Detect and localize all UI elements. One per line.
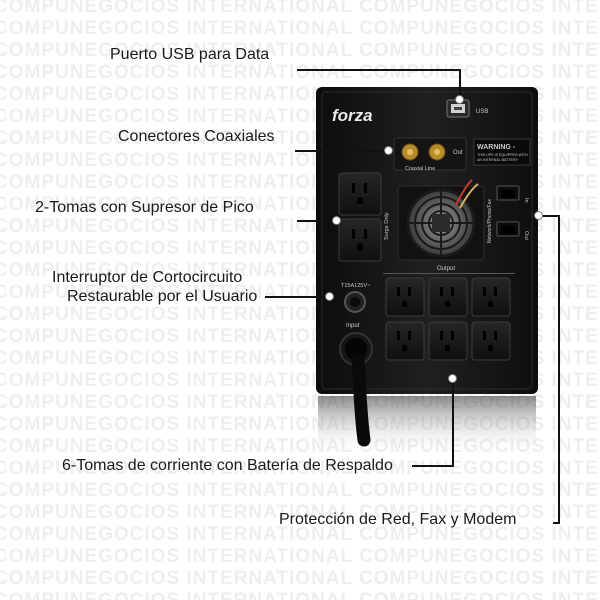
output-label: Output [437, 266, 455, 272]
ups-body-edge [321, 91, 533, 390]
warning-text-2: AN INTERNAL BATTERY [477, 158, 518, 162]
leader-line-coaxial [295, 150, 387, 152]
surge-only-label: Surge Only [384, 212, 390, 240]
network-phone-fax-jack-in[interactable] [496, 185, 520, 201]
watermark-row: COMPUNEGOCIOS INTERNATIONAL COMPUNEGOCIO… [0, 458, 600, 479]
leader-dot-breaker [325, 292, 334, 301]
battery-outlet[interactable] [471, 321, 511, 361]
callout-battery-outlets: 6-Tomas de corriente con Batería de Resp… [62, 457, 393, 474]
power-cord [351, 353, 371, 447]
callout-surge-outlets: 2-Tomas con Supresor de Pico [35, 199, 254, 216]
coaxial-panel [393, 137, 467, 171]
battery-outlet[interactable] [428, 277, 468, 317]
watermark-row: COMPUNEGOCIOS INTERNATIONAL COMPUNEGOCIO… [0, 40, 600, 61]
input-label: Input [346, 323, 360, 329]
leader-line-breaker [265, 296, 327, 298]
callout-breaker-line-1: Interruptor de Cortocircuito [52, 269, 243, 286]
watermark-row: COMPUNEGOCIOS INTERNATIONAL COMPUNEGOCIO… [0, 480, 600, 501]
leader-line-network [553, 522, 560, 524]
watermark-row: COMPUNEGOCIOS INTERNATIONAL COMPUNEGOCIO… [0, 62, 600, 83]
leader-dot-usb [455, 95, 464, 104]
battery-outlet[interactable] [385, 321, 425, 361]
watermark-row: COMPUNEGOCIOS INTERNATIONAL COMPUNEGOCIO… [0, 0, 600, 17]
surge-outlet[interactable] [338, 218, 382, 262]
usb-label: USB [476, 109, 488, 115]
battery-outlet[interactable] [471, 277, 511, 317]
leader-dot-network [534, 211, 543, 220]
leader-line-network [540, 215, 560, 217]
network-out-label: Out [523, 231, 529, 240]
internal-wire [455, 179, 473, 206]
battery-outlet[interactable] [385, 277, 425, 317]
warning-text-1: THIS UPS IS EQUIPPED WITH [477, 153, 528, 157]
network-phone-fax-jack-out[interactable] [496, 221, 520, 237]
leader-dot-battery [448, 374, 457, 383]
callout-network-protection: Protección de Red, Fax y Modem [279, 511, 517, 528]
leader-line-usb [459, 69, 461, 97]
warning-title: WARNING - [477, 144, 516, 151]
watermark-row: COMPUNEGOCIOS INTERNATIONAL COMPUNEGOCIO… [0, 502, 600, 523]
callout-usb-port: Puerto USB para Data [110, 46, 270, 63]
brand-logo-text: forza [332, 106, 373, 125]
battery-outlet[interactable] [428, 321, 468, 361]
watermark-row: COMPUNEGOCIOS INTERNATIONAL COMPUNEGOCIO… [0, 590, 600, 600]
leader-dot-surge [332, 216, 341, 225]
coaxial-line-label: Coaxial Line [405, 166, 435, 172]
leader-line-surge [297, 220, 335, 222]
coaxial-out-label: Out [453, 150, 463, 156]
network-label: Network/Phone/Fax [487, 199, 493, 243]
device-reflection [318, 396, 536, 456]
brand-logo: forza [332, 106, 373, 125]
cooling-fan [397, 185, 485, 261]
leader-line-usb [297, 69, 460, 71]
watermark-row: COMPUNEGOCIOS INTERNATIONAL COMPUNEGOCIO… [0, 18, 600, 39]
callout-coaxial-connectors: Conectores Coaxiales [118, 128, 275, 145]
leader-line-battery [452, 381, 454, 467]
watermark-row: COMPUNEGOCIOS INTERNATIONAL COMPUNEGOCIO… [0, 524, 600, 545]
internal-wire [459, 183, 479, 209]
power-input-socket[interactable] [339, 332, 373, 366]
warning-label [473, 138, 531, 166]
network-in-label: In [523, 198, 529, 203]
fuse-rating-label: T15A125V~ [341, 283, 370, 289]
leader-line-network [558, 215, 560, 524]
callout-breaker-line-2: Restaurable por el Usuario [67, 288, 258, 305]
leader-line-battery [412, 465, 454, 467]
circuit-breaker[interactable] [344, 291, 366, 313]
surge-outlet[interactable] [338, 172, 382, 216]
leader-dot-coaxial [384, 146, 393, 155]
watermark-row: COMPUNEGOCIOS INTERNATIONAL COMPUNEGOCIO… [0, 546, 600, 567]
output-divider [383, 273, 515, 274]
watermark-row: COMPUNEGOCIOS INTERNATIONAL COMPUNEGOCIO… [0, 568, 600, 589]
